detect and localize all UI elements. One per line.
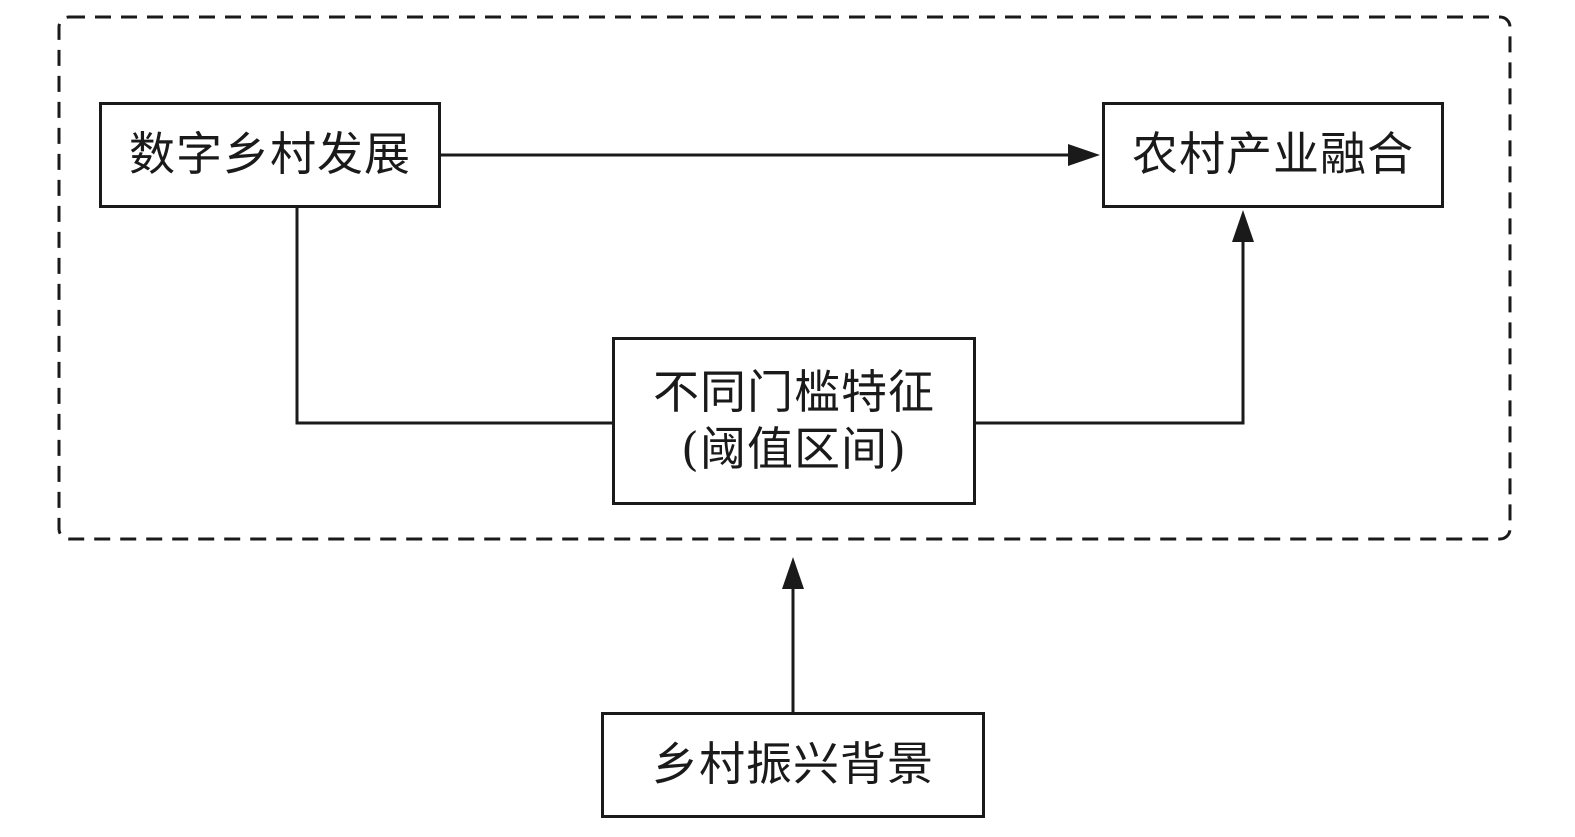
node-threshold-characteristics: 不同门槛特征 (阈值区间) (612, 337, 976, 505)
arrowhead-background-to-boundary (782, 557, 804, 589)
node-background-label: 乡村振兴背景 (652, 737, 934, 792)
dashed-boundary (57, 15, 1512, 541)
connector-threshold-to-fusion (976, 240, 1245, 425)
node-fusion-label: 农村产业融合 (1132, 127, 1414, 182)
node-rural-industry-fusion: 农村产业融合 (1102, 102, 1444, 208)
node-digital-label: 数字乡村发展 (129, 127, 411, 182)
node-digital-rural-development: 数字乡村发展 (99, 102, 441, 208)
node-threshold-label-line2: (阈值区间) (681, 422, 907, 476)
arrowhead-digital-to-fusion (1068, 144, 1100, 166)
node-threshold-label-line1: 不同门槛特征 (653, 364, 935, 419)
node-rural-revitalization-background: 乡村振兴背景 (601, 712, 985, 818)
arrowhead-threshold-to-fusion (1232, 210, 1254, 242)
connector-digital-to-threshold (295, 208, 612, 425)
